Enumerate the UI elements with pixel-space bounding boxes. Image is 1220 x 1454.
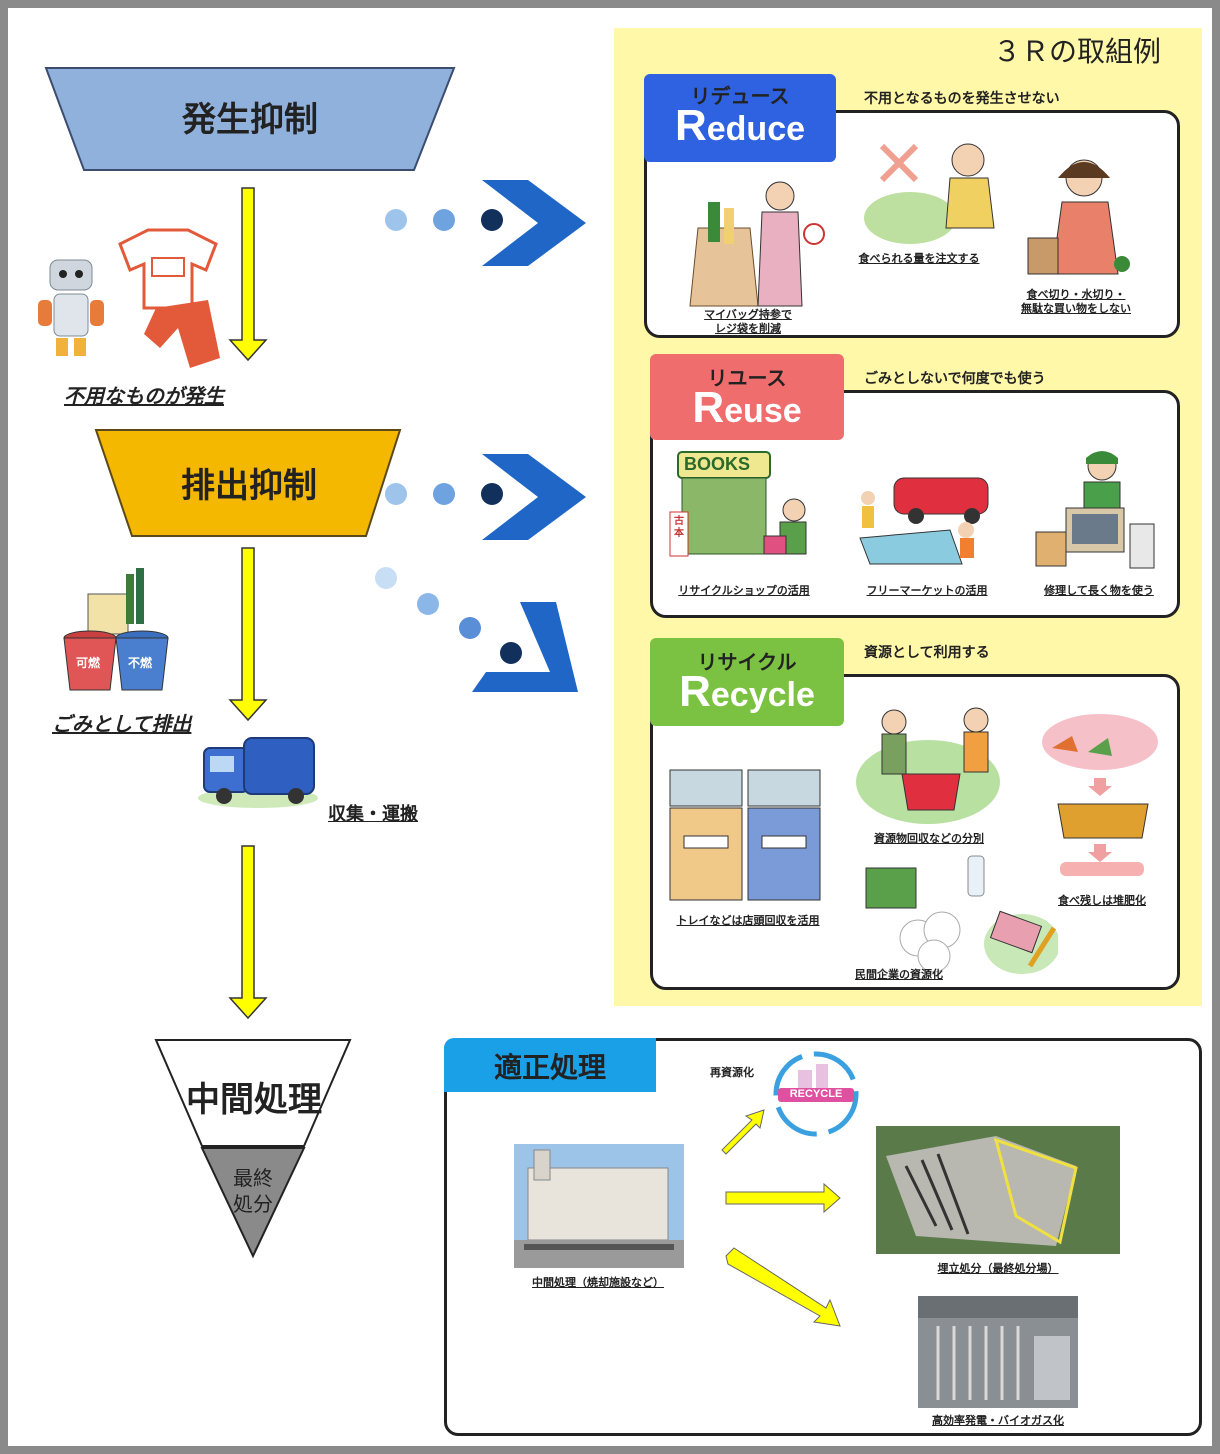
arrow-down-right [725, 1247, 841, 1327]
reduce-en: Reduce [674, 101, 806, 150]
reduce-jp: リデュース [690, 84, 790, 108]
reuse-en: Reuse [692, 383, 802, 432]
haishutsu-label: 排出抑制 [181, 466, 317, 506]
reuse-item-1: リサイクルショップの活用 [678, 584, 810, 597]
flea-market-illustration [859, 477, 989, 565]
arrow-right [725, 1182, 841, 1214]
books-sign: BOOKS [684, 454, 751, 474]
chukan-caption: 中間処理（焼却施設など） [532, 1276, 664, 1289]
biogas-caption: 高効率発電・バイオガス化 [932, 1414, 1064, 1427]
landfill-photo [876, 1126, 1120, 1254]
gomi-haishutsu-label: ごみとして排出 [52, 712, 192, 736]
shushu-label: 収集・運搬 [328, 804, 418, 825]
recycle-item-4: 民間企業の資源化 [855, 968, 943, 981]
bin-right-label: 不燃 [128, 656, 153, 670]
reuse-item-3: 修理して長く物を使う [1044, 584, 1154, 597]
saishu-shape [200, 1147, 306, 1259]
reduce-tag: リデュース Reduce [644, 74, 836, 162]
gomi-bins-illustration [63, 568, 169, 691]
proper-tag [444, 1038, 656, 1092]
recycle-item-2: トレイなどは店頭回収を活用 [676, 914, 820, 927]
shopping-illustration [1027, 159, 1130, 275]
repair-illustration [1035, 451, 1155, 569]
robot-illustration [38, 259, 104, 356]
recycle-item-3: 食べ残しは堆肥化 [1058, 894, 1146, 907]
reuse-jp: リユース [707, 366, 787, 390]
umetate-caption: 埋立処分（最終処分場） [937, 1262, 1059, 1275]
bookshop-illustration [669, 451, 807, 557]
sorting-illustration [856, 707, 1000, 824]
three-r-title: ３Ｒの取組例 [993, 35, 1162, 68]
reuse-desc: ごみとしないで何度でも使う [864, 371, 1046, 387]
chukan-shape [154, 1039, 352, 1147]
reuse-tag: リユース Reuse [650, 354, 844, 440]
compost-illustration [1042, 714, 1158, 876]
fuyou-label: 不用なものが発生 [64, 384, 224, 408]
recycle-tag: リサイクル Recycle [650, 638, 844, 726]
recycle-en: Recycle [679, 667, 815, 716]
saishu-label-1: 最終 [233, 1166, 273, 1190]
down-arrow-1 [228, 187, 268, 362]
recycle-jp: リサイクル [697, 650, 797, 674]
chevron-recycle-icon [375, 567, 578, 692]
recycle-desc: 資源として利用する [864, 645, 990, 661]
down-arrow-3 [228, 845, 268, 1020]
reduce-desc: 不用となるものを発生させない [864, 91, 1060, 107]
haishutsu-shape [94, 429, 402, 537]
reuse-item-2: フリーマーケットの活用 [866, 584, 988, 597]
furuhon-sign: 古本 [674, 516, 684, 539]
reduce-item-1b: レジ袋を削減 [715, 322, 781, 335]
proper-title: 適正処理 [493, 1051, 606, 1084]
reduce-item-2: 食べられる量を注文する [858, 252, 980, 265]
food-order-illustration [864, 143, 995, 244]
hassei-shape [44, 67, 456, 171]
chevron-reuse-icon [385, 454, 586, 540]
chukan-label: 中間処理 [186, 1080, 322, 1120]
tray-box-illustration [669, 769, 821, 901]
incinerator-photo [514, 1144, 684, 1268]
shigenka-label: 再資源化 [710, 1066, 754, 1079]
reduce-item-1a: マイバッグ持参で [704, 308, 792, 321]
chevron-reduce-icon [385, 180, 586, 266]
flow-shapes [38, 67, 586, 1259]
recycle-logo-text: RECYCLE [789, 1088, 843, 1100]
company-recycle-illustration [865, 855, 1058, 974]
hassei-label: 発生抑制 [182, 100, 318, 140]
arrow-up-right [721, 1109, 765, 1155]
reduce-item-3b: 無駄な買い物をしない [1021, 302, 1131, 315]
reduce-item-3a: 食べ切り・水切り・ [1026, 288, 1126, 301]
disposal-arrows [721, 1109, 841, 1327]
biogas-photo [918, 1296, 1078, 1408]
recycle-item-1: 資源物回収などの分別 [874, 832, 984, 845]
mybag-illustration [689, 181, 825, 307]
recycle-logo-icon [773, 1051, 859, 1137]
bin-left-label: 可燃 [76, 656, 101, 670]
diagram-frame: 発生抑制 不用なものが発生 排出抑制 ごみとして排出 可燃 不燃 収集・運搬 中… [8, 8, 1212, 1446]
saishu-label-2: 処分 [233, 1192, 273, 1216]
down-arrow-2 [228, 547, 268, 722]
clothes-illustration [118, 228, 220, 368]
garbage-truck-illustration [198, 737, 318, 808]
